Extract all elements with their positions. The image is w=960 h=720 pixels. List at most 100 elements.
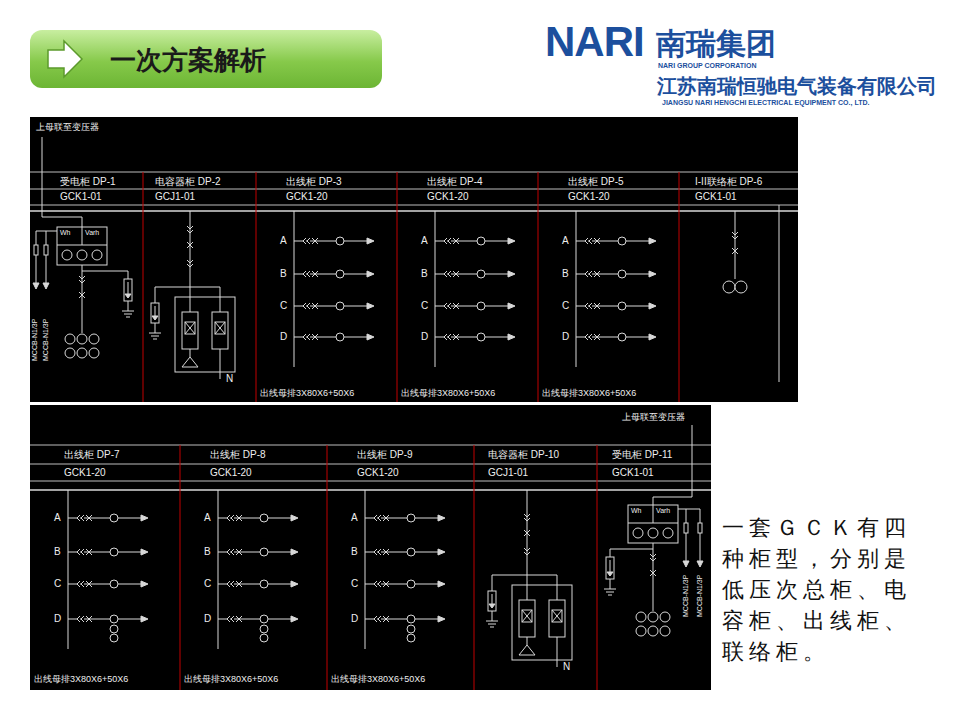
arrow-symbol [649,334,656,340]
phase-label: C [562,300,569,311]
text-wrap: 出线母排3X80X6+50X6 [34,673,128,686]
breaker-symbol [312,334,318,340]
cabinet-model: GCK1-20 [64,467,106,478]
breaker-symbol [187,242,193,248]
wire [653,543,654,611]
label-wrap: NARI [545,18,644,66]
text-wrap: 出线柜 DP-7 [64,448,120,462]
breaker-symbol [236,616,242,622]
phase-label: B [562,268,569,279]
thyristor-symbol [552,610,562,622]
label-wrap: B [562,268,569,279]
arrow-symbol [291,581,298,587]
wire [610,579,611,589]
text-wrap: GCK1-01 [695,191,737,202]
switch-symbol [524,548,530,555]
ct-symbol [62,250,72,260]
ct-symbol [477,237,485,245]
ct-symbol [336,270,344,278]
ct-symbol [110,615,118,623]
label-wrap: C [280,300,287,311]
label-wrap: C [562,300,569,311]
arrow-symbol [141,616,148,622]
arrow-symbol [508,238,515,244]
text-wrap: 出线母排3X80X6+50X6 [401,387,495,400]
arrow-symbol [367,334,374,340]
cabinet-name: 出线柜 DP-4 [427,175,483,189]
text-wrap: 出线母排3X80X6+50X6 [184,673,278,686]
cabinet-model: GCK1-01 [60,191,102,202]
arrow-symbol [438,616,445,622]
thyristor-symbol [522,610,532,622]
label-wrap: Varh [656,507,670,514]
text-wrap: 出线柜 DP-3 [286,175,342,189]
label-wrap: N [226,373,233,384]
breaker-symbol [86,515,92,521]
wire [30,489,711,491]
cabinet-name: 受电柜 DP-1 [60,175,116,189]
label-wrap: A [351,512,358,523]
cabinet-name: 电容器柜 DP-10 [488,448,559,462]
wire [576,211,577,367]
ct-symbol [110,514,118,522]
phase-label: D [54,613,61,624]
arrow-symbol [508,271,515,277]
switch-symbol [303,271,310,277]
cabinet-column: 受电柜 DP-11GCK1-01 [597,405,711,690]
label-wrap: A [280,235,287,246]
breaker-symbol [86,549,92,555]
cabinet-name: I-II联络柜 DP-6 [695,175,762,189]
wire [190,349,191,357]
ct-symbol [663,528,673,538]
label-wrap: D [351,613,358,624]
arrow-symbol [683,561,689,567]
wire [608,595,612,596]
text-wrap: I-II联络柜 DP-6 [695,175,762,189]
label-wrap: Wh [60,229,71,236]
cabinet-name: 出线柜 DP-7 [64,448,120,462]
wire [182,357,190,367]
meter-box [57,227,107,265]
wire [82,265,83,333]
arrow-symbol [367,271,374,277]
text-wrap: 出线母排3X80X6+50X6 [260,387,354,400]
wire [155,323,156,333]
breaker-symbol [524,530,530,536]
ct-symbol [336,302,344,310]
label-wrap: D [421,331,428,342]
wire [527,575,528,600]
phase-label: D [204,613,211,624]
cabinet-model: GCJ1-01 [155,191,195,202]
thyristor-symbol [522,610,532,622]
label-wrap: B [204,546,211,557]
ct-symbol [618,333,626,341]
ct-symbol [477,302,485,310]
arrow-symbol [367,303,374,309]
breaker-symbol [383,515,389,521]
phase-label: N [563,661,570,672]
ct-symbol [260,514,268,522]
arrow-symbol [367,238,374,244]
breaker-symbol [312,271,318,277]
arrester-symbol [492,594,493,604]
text-wrap: GCK1-20 [568,191,610,202]
label-wrap: C [351,578,358,589]
logo-text: NARI GROUP CORPORATION [658,62,757,69]
wire [686,509,687,561]
phase-label: D [280,331,287,342]
ct-symbol [735,281,747,293]
wire [606,592,614,593]
ct-symbol [477,333,485,341]
cabinet-model: GCJ1-01 [488,467,528,478]
breaker-symbol [453,271,459,277]
label-wrap: 南瑞集团 [656,24,776,65]
wire [220,287,221,312]
feeder-note: 上母联至变压器 [36,121,99,134]
arrow-symbol [508,334,515,340]
arrow-symbol [697,561,703,567]
cabinet-column: I-II联络柜 DP-6GCK1-01 [679,117,798,402]
cabinet-column: 出线柜 DP-5GCK1-20出线母排3X80X6+50X6 [538,117,679,402]
wire [122,311,134,312]
label-wrap: A [562,235,569,246]
switch-symbol [524,514,530,521]
